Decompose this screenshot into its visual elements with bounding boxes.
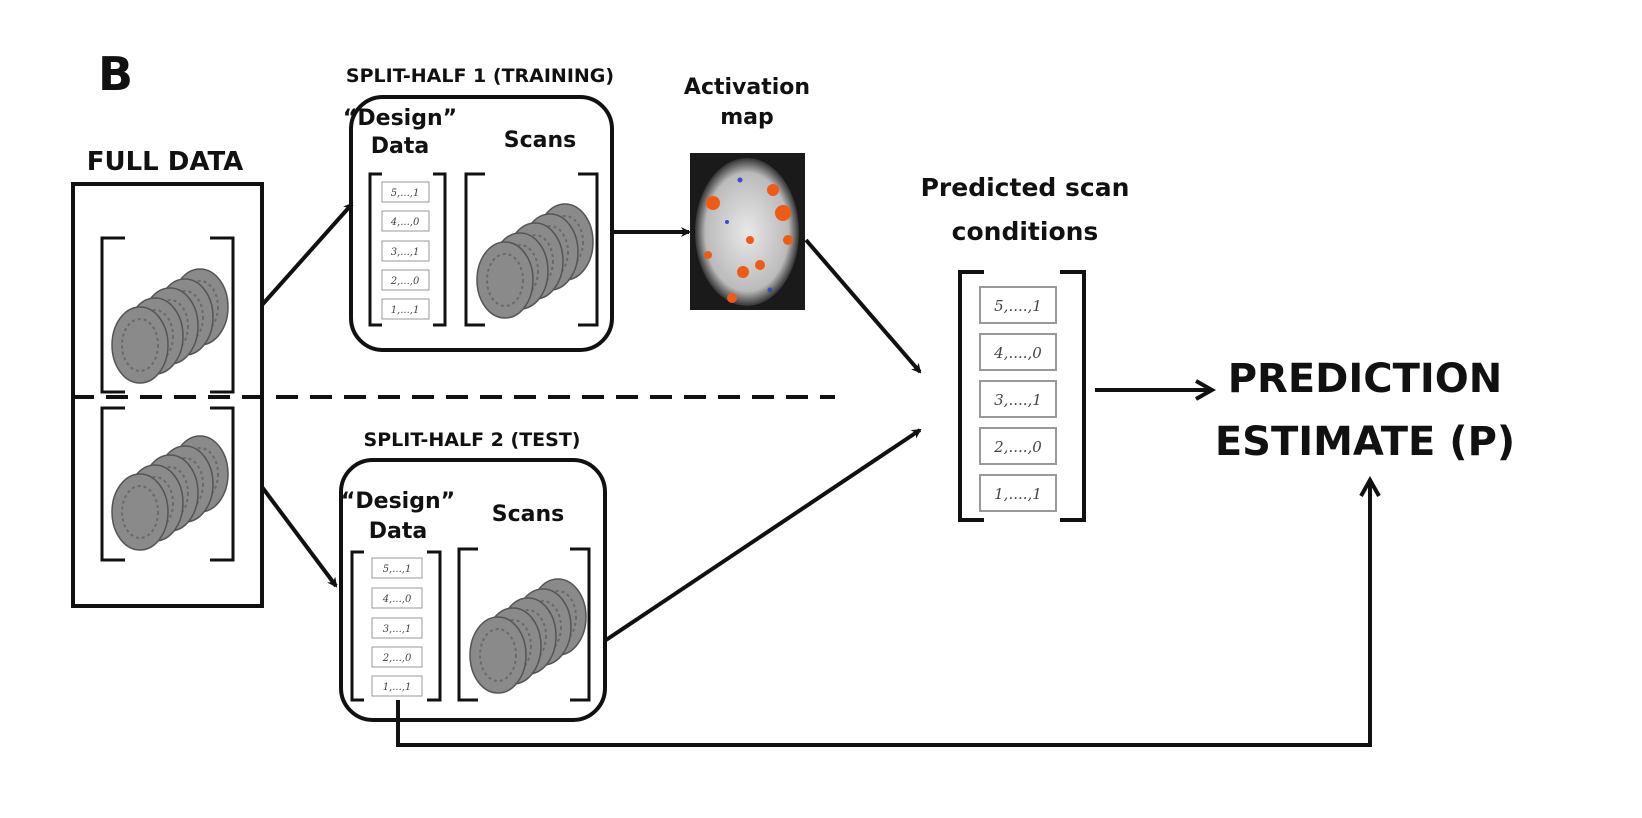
predicted-entry: 1,....,1 [994, 485, 1042, 503]
prediction-estimate-label-2: ESTIMATE (P) [1215, 419, 1515, 465]
panel-letter: B [98, 47, 133, 101]
design-entry: 2,...,0 [390, 276, 420, 287]
scan-stack-test [470, 579, 586, 693]
split-half-1-label: SPLIT-HALF 1 (TRAINING) [346, 65, 614, 87]
predicted-entry: 3,....,1 [994, 391, 1042, 409]
arrow-to-test [260, 485, 338, 588]
split-half-2-label: SPLIT-HALF 2 (TEST) [364, 429, 581, 451]
design-entry: 5,...,1 [391, 188, 420, 199]
design-entries-2: 5,...,1 4,...,0 3,...,1 2,...,0 1,...,1 [371, 557, 423, 697]
activation-label-2: map [720, 105, 774, 130]
scan-stack-bottom [112, 436, 228, 550]
design-entries-1: 5,...,1 4,...,0 3,...,1 2,...,0 1,...,1 [381, 181, 430, 320]
prediction-estimate-label: PREDICTION [1228, 356, 1503, 402]
arrow-design-to-estimate [396, 480, 1370, 747]
design-label-2b: Data [369, 519, 427, 544]
activation-label: Activation [684, 75, 810, 100]
scan-stack-train [477, 204, 593, 318]
design-entry: 3,...,1 [383, 624, 412, 635]
predicted-entry: 2,....,0 [993, 438, 1042, 456]
arrow-map-to-predicted [804, 238, 922, 374]
design-entry: 5,...,1 [383, 564, 412, 575]
predicted-label: Predicted scan [921, 173, 1130, 202]
design-entry: 1,...,1 [383, 682, 412, 693]
arrow-to-training [260, 202, 354, 307]
design-entry: 3,...,1 [391, 247, 420, 258]
full-data-label: FULL DATA [87, 147, 244, 177]
arrow-test-to-predicted [604, 428, 922, 642]
predicted-entry: 5,....,1 [994, 297, 1042, 315]
design-entry: 1,...,1 [391, 305, 420, 316]
activation-map-image [690, 153, 805, 310]
split-half-1-box [349, 95, 614, 352]
predicted-entries: 5,....,1 4,....,0 3,....,1 2,....,0 1,..… [979, 286, 1057, 512]
scans-label-1: Scans [504, 128, 577, 153]
split-half-2-box [339, 458, 607, 722]
predicted-entry: 4,....,0 [993, 344, 1042, 362]
design-label-2: “Design” [341, 489, 455, 514]
full-data-brackets [100, 236, 235, 562]
design-entry: 4,...,0 [382, 594, 412, 605]
scan-stack-top [112, 269, 228, 383]
predicted-label-2: conditions [952, 217, 1099, 246]
scans-label-2: Scans [492, 502, 565, 527]
design-label-1: “Design” [343, 106, 457, 131]
design-entry: 4,...,0 [390, 217, 420, 228]
design-entry: 2,...,0 [382, 653, 412, 664]
design-label-1b: Data [371, 134, 429, 159]
